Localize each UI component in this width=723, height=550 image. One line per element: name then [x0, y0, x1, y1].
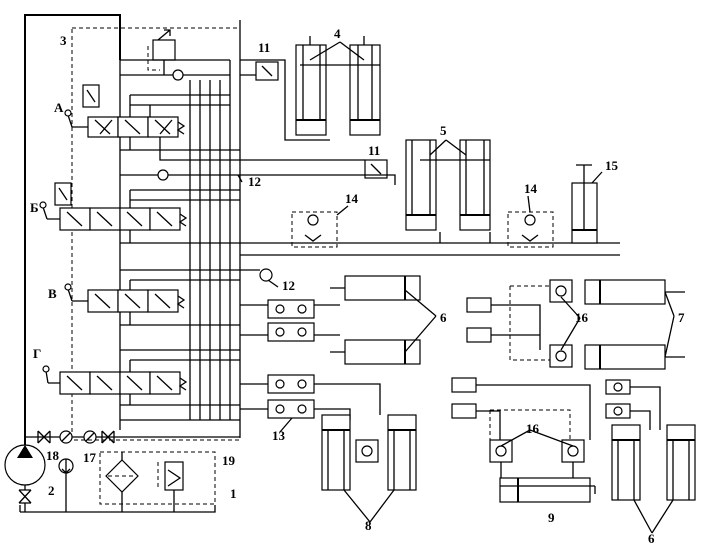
label-19: 19 — [222, 453, 236, 468]
pressure-line-17 — [25, 20, 241, 512]
label-v: В — [48, 286, 57, 301]
check-valve-12b — [240, 268, 273, 282]
filter-block-19 — [99, 451, 216, 512]
label-5: 5 — [440, 123, 447, 138]
label-9: 9 — [548, 510, 555, 525]
leader-lines — [237, 41, 675, 534]
label-16b: 16 — [526, 421, 540, 436]
label-15: 15 — [605, 158, 619, 173]
pump-2 — [4, 14, 121, 512]
label-14a: 14 — [345, 191, 359, 206]
check-row — [120, 169, 240, 181]
lines-b — [240, 242, 620, 256]
label-7: 7 — [678, 310, 685, 325]
label-3: 3 — [60, 33, 67, 48]
bus-lines — [119, 60, 240, 430]
label-4: 4 — [334, 26, 341, 41]
hydrolock-14a — [291, 211, 338, 248]
cylinder-15 — [571, 164, 598, 244]
label-18: 18 — [46, 448, 60, 463]
cylinder-9 — [451, 377, 596, 503]
label-13: 13 — [272, 428, 286, 443]
label-1: 1 — [230, 486, 237, 501]
label-14b: 14 — [524, 181, 538, 196]
cylinders-5 — [240, 139, 491, 243]
relief-valve — [120, 29, 230, 81]
label-11a: 11 — [258, 40, 270, 55]
label-8: 8 — [365, 518, 372, 533]
diagram-labels: 1 2 3 4 5 6 6 7 8 9 11 11 12 12 13 14 14… — [30, 26, 685, 546]
label-12b: 12 — [282, 278, 295, 293]
hydrolock-14b — [507, 211, 554, 248]
label-g: Г — [33, 346, 41, 361]
label-6a: 6 — [440, 310, 447, 325]
cylinders-6b — [605, 379, 696, 501]
tank-line — [19, 505, 216, 513]
label-2: 2 — [48, 483, 55, 498]
label-b: Б — [30, 200, 39, 215]
distributor-g — [42, 349, 240, 406]
label-12a: 12 — [248, 174, 261, 189]
control-box-3 — [71, 27, 241, 441]
cylinders-6a — [240, 275, 421, 365]
distributor-a — [64, 84, 240, 161]
label-17: 17 — [83, 450, 97, 465]
distributor-b — [39, 182, 240, 244]
label-a: А — [54, 100, 64, 115]
cylinders-8 — [240, 374, 417, 491]
distributor-v — [64, 269, 240, 326]
label-6b: 6 — [648, 531, 655, 546]
label-11b: 11 — [368, 143, 380, 158]
